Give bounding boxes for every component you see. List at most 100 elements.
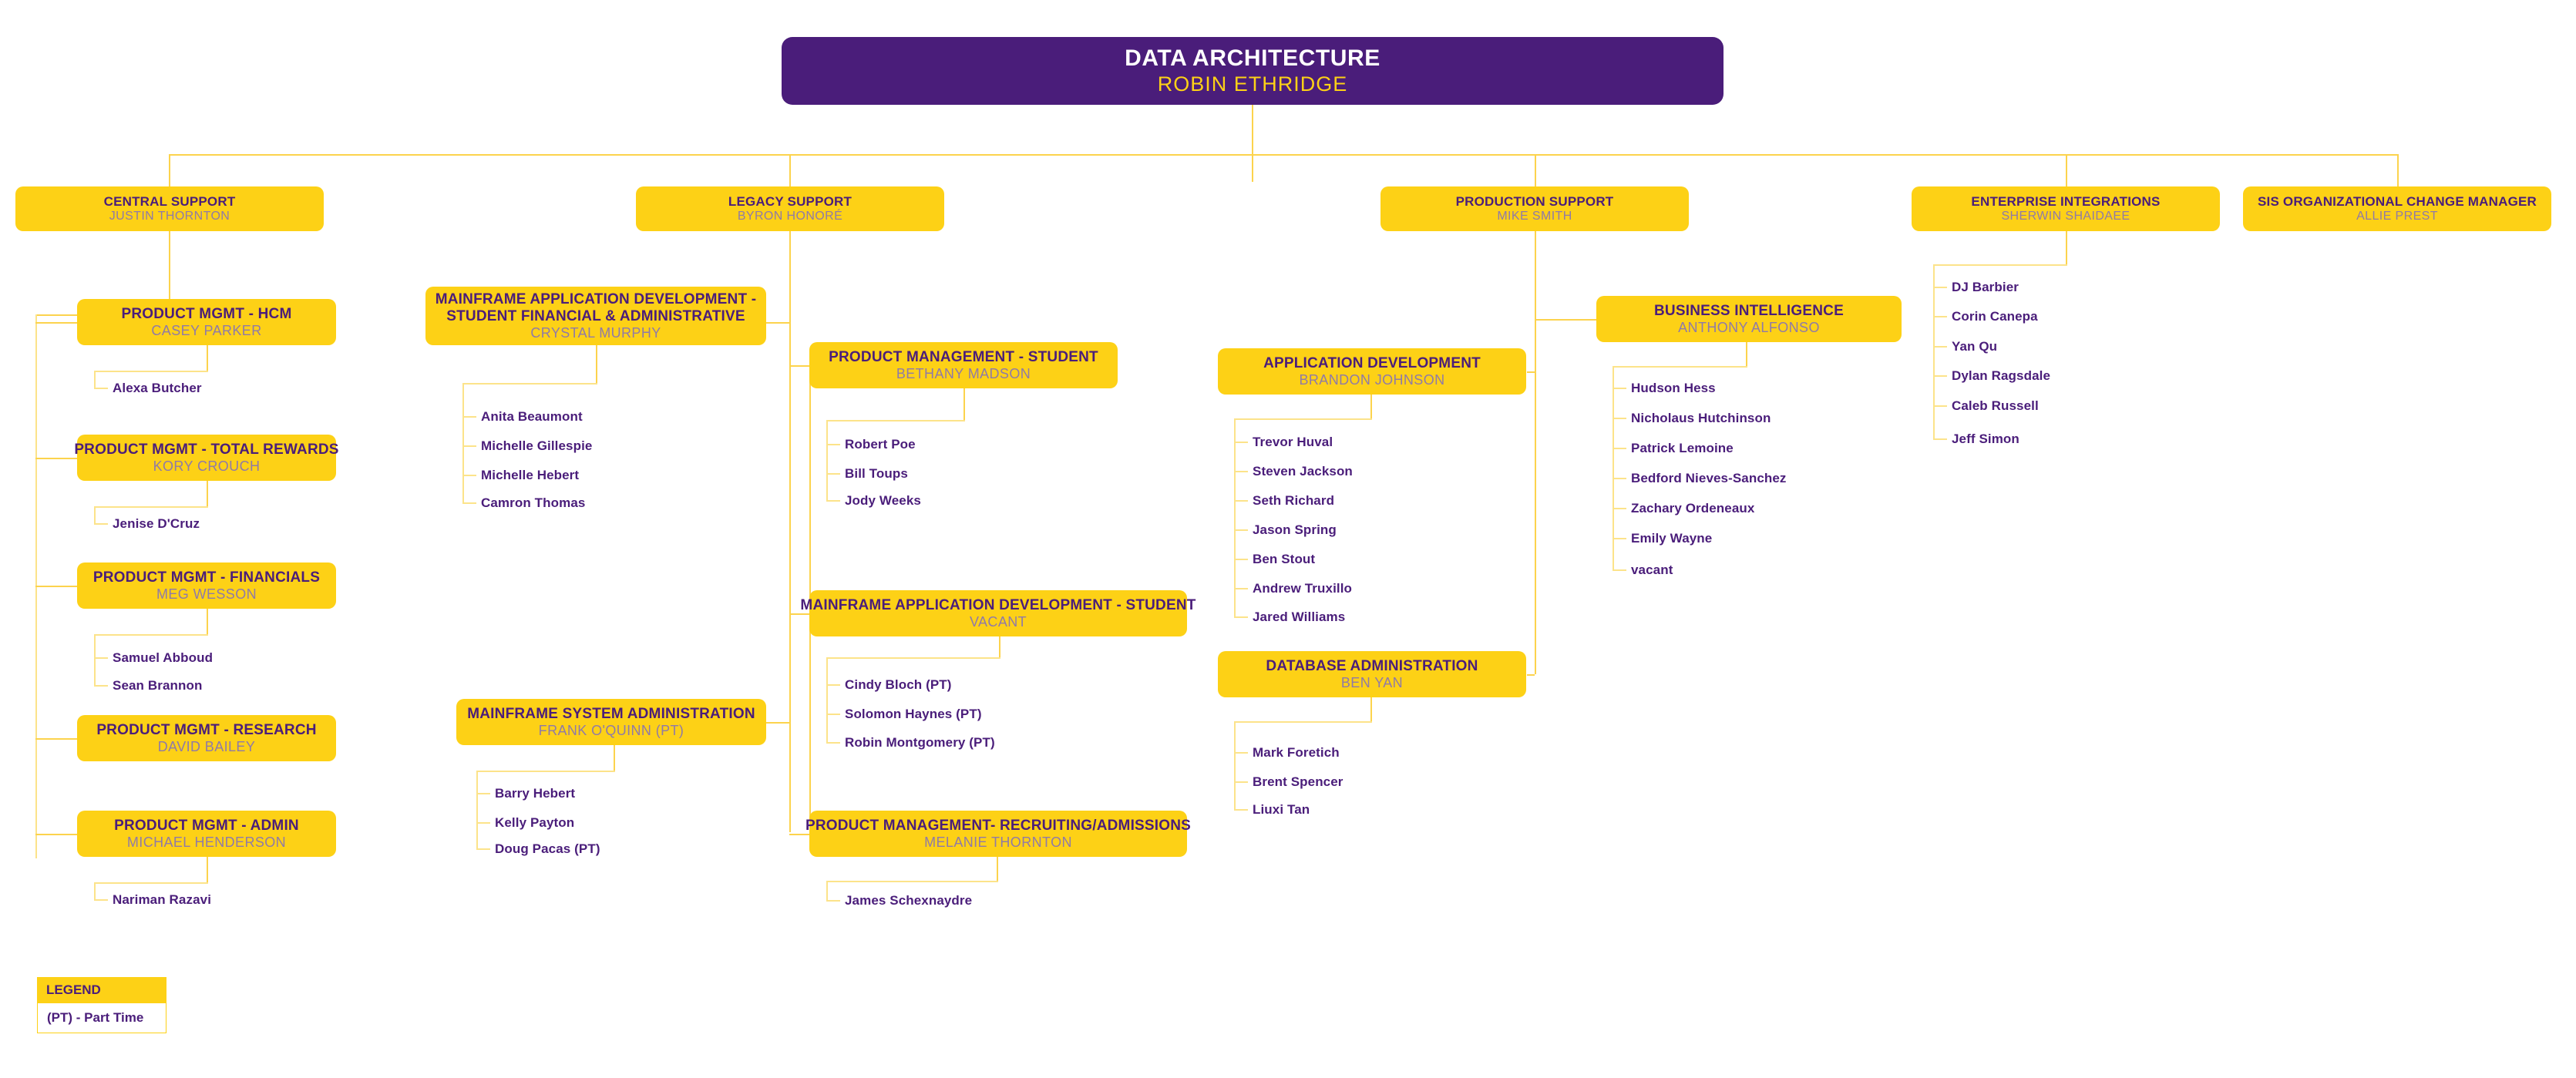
node-person: MICHAEL HENDERSON <box>126 834 287 850</box>
connector-pm-hcm-bar <box>94 371 208 372</box>
node-title: MAINFRAME SYSTEM ADMINISTRATION <box>467 705 755 722</box>
connector-to-pm-student <box>789 365 809 367</box>
connector-to-pm-hcm <box>35 322 77 324</box>
leaf-person: Jody Weeks <box>845 493 921 508</box>
connector-to-database-administration <box>1527 674 1535 676</box>
connector-bi-leaf-6 <box>1613 569 1626 571</box>
node-business-intelligence[interactable]: BUSINESS INTELLIGENCE ANTHONY ALFONSO <box>1596 296 1902 342</box>
leaf-person: Brent Spencer <box>1253 774 1343 789</box>
connector-bi-bar <box>1613 366 1747 368</box>
connector-pmra-rail <box>826 881 828 900</box>
leaf-person: Steven Jackson <box>1253 464 1353 479</box>
node-sis-change-manager[interactable]: SIS ORGANIZATIONAL CHANGE MANAGER ALLIE … <box>2243 186 2551 231</box>
node-pm-hcm[interactable]: PRODUCT MGMT - HCM CASEY PARKER <box>77 299 336 345</box>
connector-pm-admin-stem <box>207 857 208 883</box>
connector-bi-leaf-0 <box>1613 388 1626 389</box>
leaf-person: DJ Barbier <box>1952 280 2019 294</box>
leaf-person: Zachary Ordeneaux <box>1631 501 1755 515</box>
leaf-person: Jenise D'Cruz <box>113 516 200 531</box>
connector-pms-leaf-0 <box>826 444 840 445</box>
node-person: JUSTIN THORNTON <box>109 209 230 223</box>
connector-pms-bar <box>826 420 965 421</box>
connector-to-pm-research <box>35 738 77 740</box>
node-pm-student[interactable]: PRODUCT MANAGEMENT - STUDENT BETHANY MAD… <box>809 342 1118 388</box>
node-enterprise-integrations[interactable]: ENTERPRISE INTEGRATIONS SHERWIN SHAIDAEE <box>1912 186 2220 231</box>
connector-bi-stem <box>1746 342 1747 367</box>
connector-to-mad-student <box>789 613 809 615</box>
connector-pm-tr-stem <box>207 481 208 507</box>
connector-central-drop <box>169 154 170 186</box>
leaf-person: Nicholaus Hutchinson <box>1631 411 1771 425</box>
connector-appdev-leaf-4 <box>1234 559 1248 560</box>
node-mainframe-sysadmin[interactable]: MAINFRAME SYSTEM ADMINISTRATION FRANK O'… <box>456 699 766 745</box>
node-legacy-support[interactable]: LEGACY SUPPORT BYRON HONORÉ <box>636 186 944 231</box>
node-title: CENTRAL SUPPORT <box>103 193 236 209</box>
connector-appdev-leaf-6 <box>1234 616 1248 618</box>
connector-appdev-leaf-3 <box>1234 529 1248 531</box>
node-title: SIS ORGANIZATIONAL CHANGE MANAGER <box>2257 193 2537 209</box>
node-person: MEG WESSON <box>156 586 257 602</box>
node-person: DAVID BAILEY <box>157 738 256 754</box>
connector-to-pm-financials <box>35 586 77 587</box>
node-mainframe-appdev-student[interactable]: MAINFRAME APPLICATION DEVELOPMENT - STUD… <box>800 590 1196 636</box>
connector-mads-leaf-2 <box>826 742 840 744</box>
node-person: ROBIN ETHRIDGE <box>1157 72 1348 96</box>
connector-enterprise-drop <box>2066 154 2067 186</box>
leaf-person: Bedford Nieves-Sanchez <box>1631 471 1787 485</box>
node-data-architecture[interactable]: DATA ARCHITECTURE ROBIN ETHRIDGE <box>782 37 1723 105</box>
leaf-person: Barry Hebert <box>495 786 576 801</box>
leaf-person: vacant <box>1631 563 1673 577</box>
connector-mad-sfa-leaf-2 <box>462 475 476 476</box>
node-title: LEGACY SUPPORT <box>728 193 853 209</box>
connector-ei-leaf-4 <box>1933 405 1947 407</box>
connector-pm-admin-rail <box>94 882 96 899</box>
leaf-person: Alexa Butcher <box>113 381 202 395</box>
connector-ei-leaf-5 <box>1933 438 1947 440</box>
node-pm-recruiting-admissions[interactable]: PRODUCT MANAGEMENT- RECRUITING/ADMISSION… <box>805 811 1191 857</box>
node-pm-research[interactable]: PRODUCT MGMT - RESEARCH DAVID BAILEY <box>77 715 336 761</box>
connector-pm-tr-rail <box>94 506 96 523</box>
connector-ei-stem <box>2066 231 2067 265</box>
connector-to-pm-total-rewards <box>35 458 77 459</box>
connector-mad-sfa-stem <box>596 345 597 384</box>
connector-appdev-leaf-2 <box>1234 500 1248 502</box>
connector-production-drop <box>1535 154 1536 186</box>
node-person: MIKE SMITH <box>1497 209 1572 223</box>
connector-ei-leaf-3 <box>1933 375 1947 377</box>
legend-header: LEGEND <box>37 977 166 1003</box>
connector-dba-leaf-1 <box>1234 781 1248 783</box>
connector-mad-sfa-leaf-1 <box>462 445 476 447</box>
node-pm-admin[interactable]: PRODUCT MGMT - ADMIN MICHAEL HENDERSON <box>77 811 336 857</box>
node-application-development[interactable]: APPLICATION DEVELOPMENT BRANDON JOHNSON <box>1218 348 1526 395</box>
node-title: PRODUCT MGMT - TOTAL REWARDS <box>74 441 339 458</box>
leaf-person: Bill Toups <box>845 466 908 481</box>
node-title: PRODUCT MGMT - FINANCIALS <box>92 569 321 586</box>
connector-ei-leaf-0 <box>1933 287 1947 288</box>
connector-mad-sfa-rail <box>462 383 464 502</box>
node-title: ENTERPRISE INTEGRATIONS <box>1971 193 2161 209</box>
leaf-person: Michelle Gillespie <box>481 438 593 453</box>
connector-bi-leaf-5 <box>1613 538 1626 539</box>
connector-legacy-drop <box>789 154 791 186</box>
leaf-person: Jared Williams <box>1253 610 1346 624</box>
node-person: ALLIE PREST <box>2356 209 2438 223</box>
node-database-administration[interactable]: DATABASE ADMINISTRATION BEN YAN <box>1218 651 1526 697</box>
node-person: BRANDON JOHNSON <box>1299 371 1445 388</box>
node-production-support[interactable]: PRODUCTION SUPPORT MIKE SMITH <box>1380 186 1689 231</box>
node-mainframe-appdev-sfa[interactable]: MAINFRAME APPLICATION DEVELOPMENT - STUD… <box>425 287 766 345</box>
node-pm-total-rewards[interactable]: PRODUCT MGMT - TOTAL REWARDS KORY CROUCH <box>74 435 339 481</box>
connector-mfsa-stem <box>614 745 615 771</box>
connector-bi-leaf-3 <box>1613 478 1626 479</box>
node-title: APPLICATION DEVELOPMENT <box>1263 354 1481 371</box>
connector-dba-rail <box>1234 721 1236 809</box>
connector-to-mainframe-sysadmin <box>766 722 789 724</box>
node-title: DATA ARCHITECTURE <box>1125 45 1380 71</box>
leaf-person: Jeff Simon <box>1952 432 2019 446</box>
node-pm-financials[interactable]: PRODUCT MGMT - FINANCIALS MEG WESSON <box>77 563 336 609</box>
node-central-support[interactable]: CENTRAL SUPPORT JUSTIN THORNTON <box>15 186 324 231</box>
connector-to-business-intelligence <box>1535 319 1596 321</box>
connector-pmra-leaf-0 <box>826 900 840 902</box>
leaf-person: Camron Thomas <box>481 495 586 510</box>
node-person: KORY CROUCH <box>153 458 261 474</box>
